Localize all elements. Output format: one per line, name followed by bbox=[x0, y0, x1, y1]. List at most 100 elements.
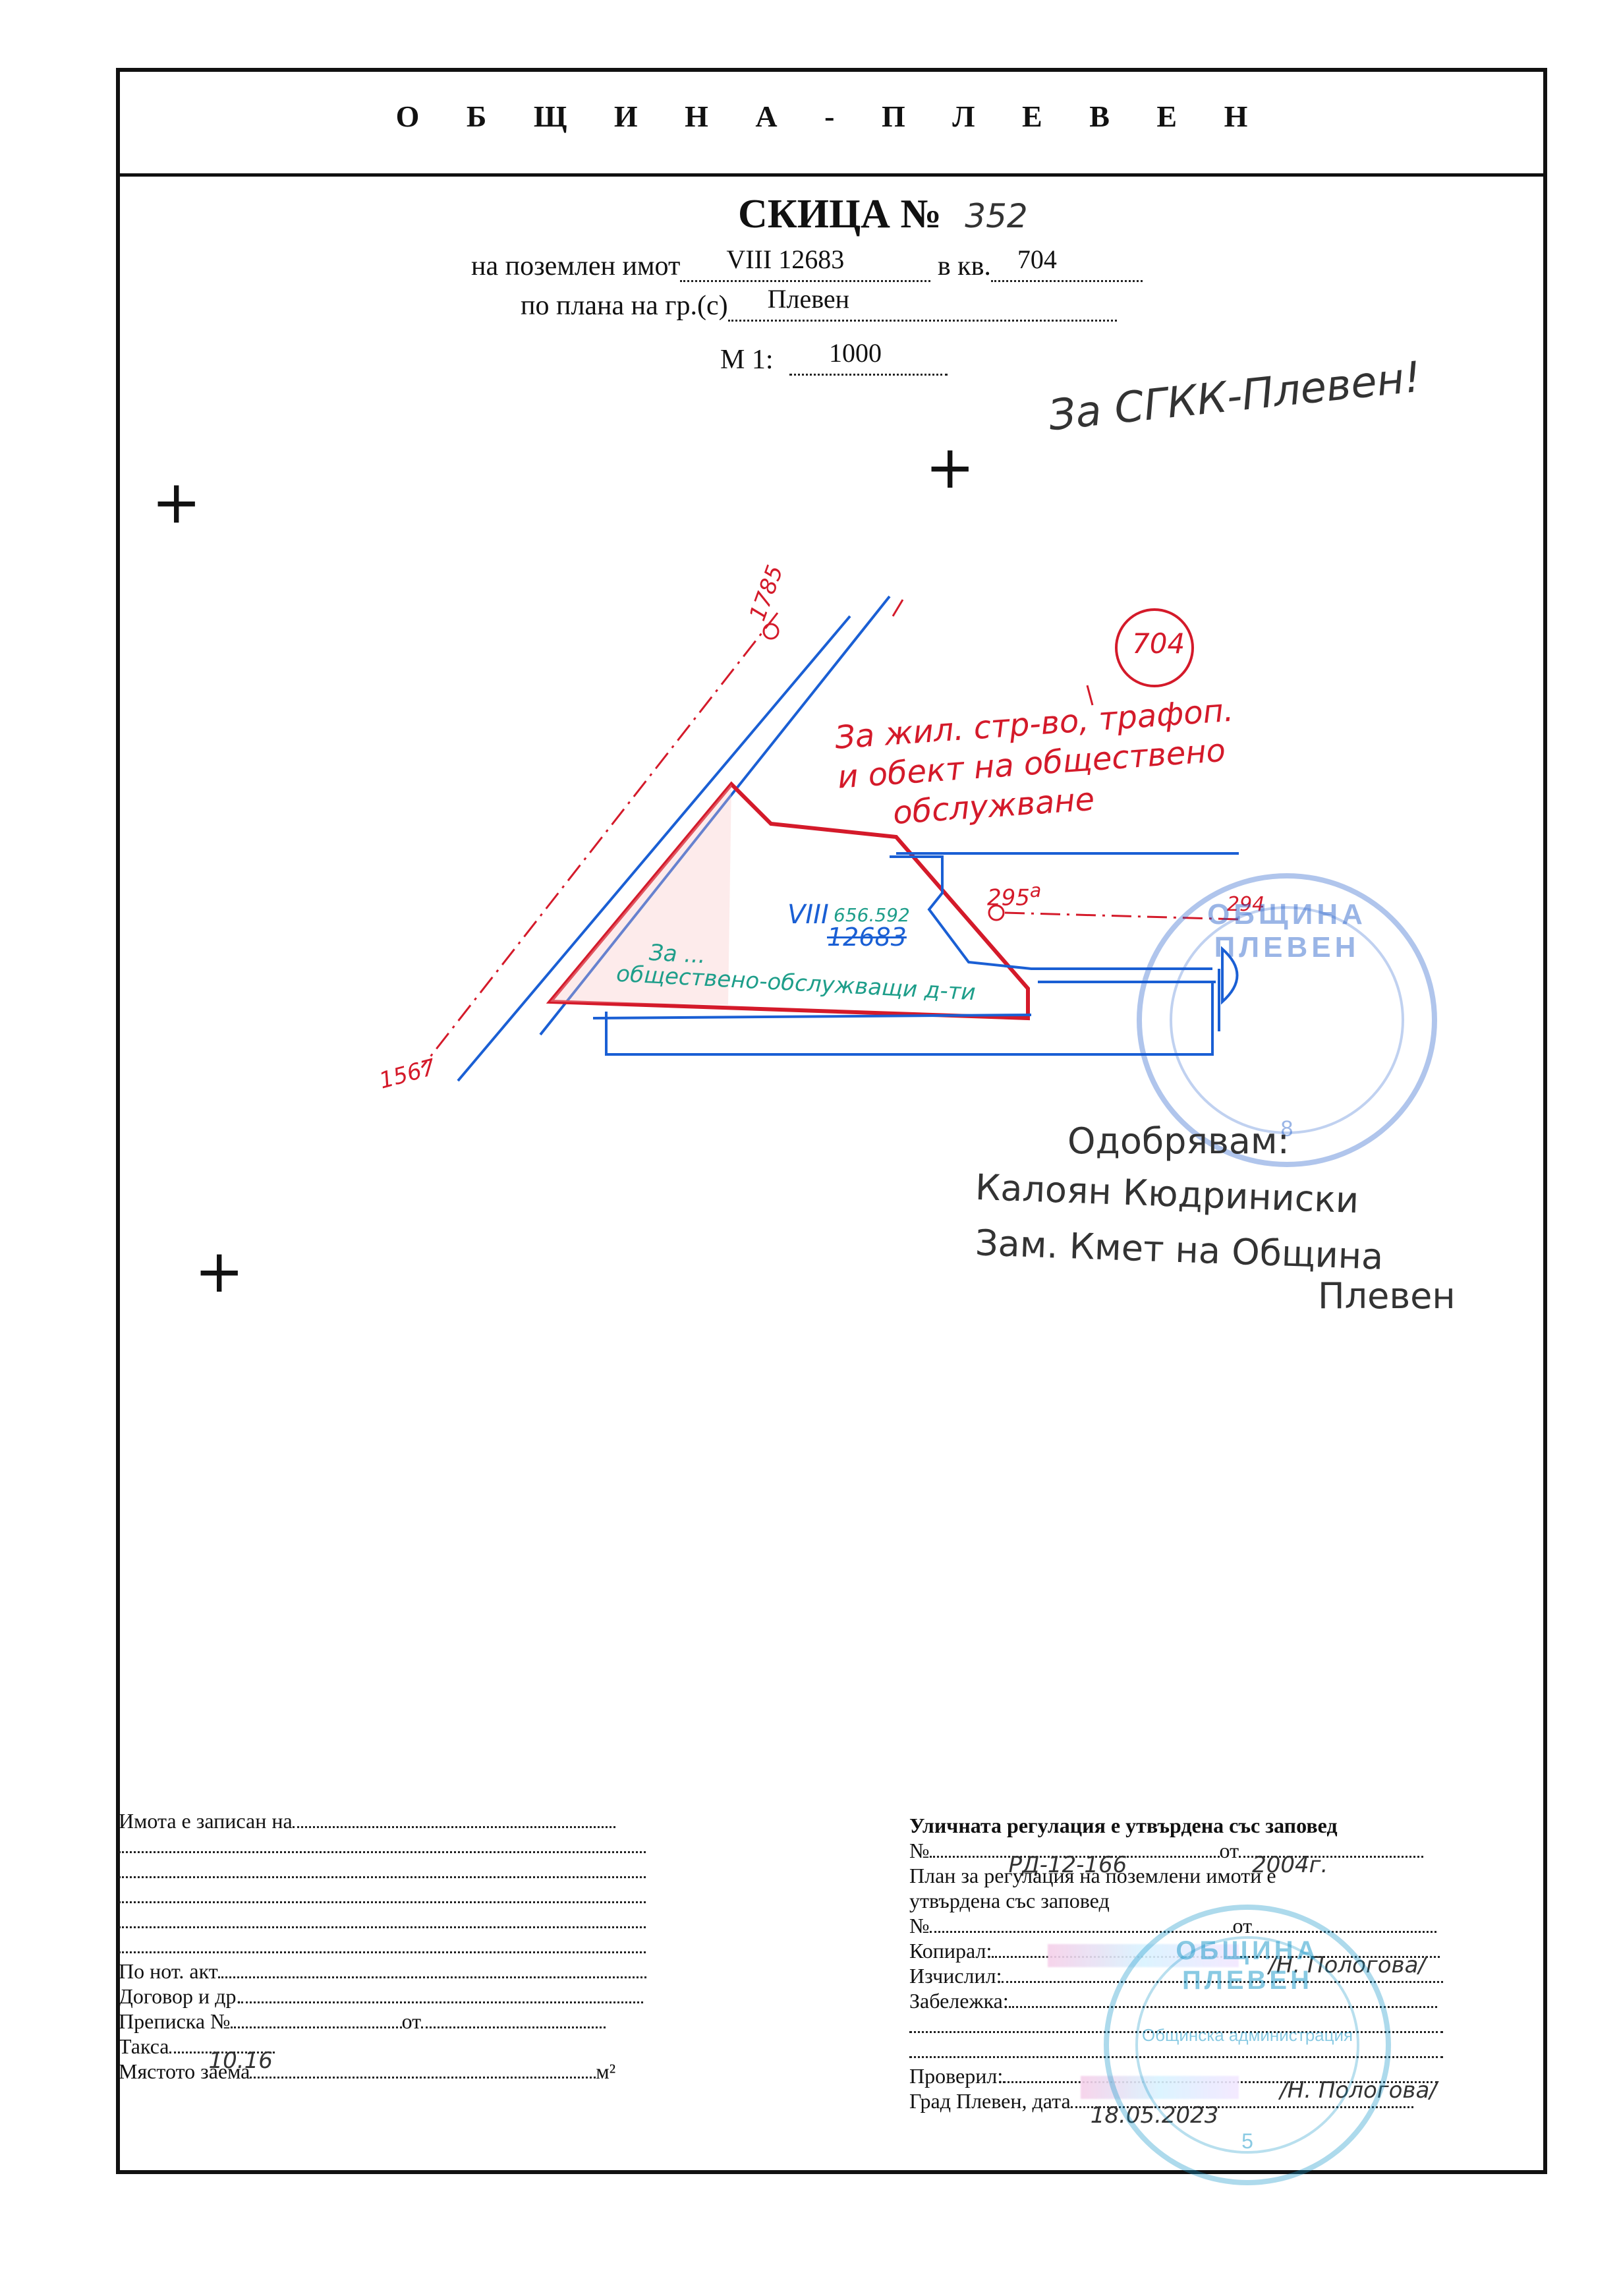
document-frame bbox=[116, 68, 1547, 2174]
plan-value: Плевен bbox=[767, 284, 850, 314]
notary-act-label: По нот. акт bbox=[119, 1959, 218, 1983]
city-date-label: Град Плевен, дата bbox=[909, 2089, 1071, 2113]
header-divider bbox=[116, 173, 1547, 177]
transcript-field bbox=[230, 2026, 402, 2028]
stamp-bottom-inner: Общинска администрация bbox=[1141, 2025, 1353, 2045]
street-line bbox=[457, 615, 851, 1082]
order2-number-prefix: № bbox=[909, 1914, 930, 1937]
ownership-form: Имота е записан на По нот. акт Договор и… bbox=[119, 1809, 659, 2084]
sketch-title-label: СКИЦА № bbox=[738, 192, 942, 237]
parcel-outline bbox=[546, 781, 1030, 1021]
order-from-label: от bbox=[1219, 1839, 1239, 1862]
registration-cross-icon: + bbox=[152, 468, 202, 537]
street-reg-label: Уличната регулация е утвърдена със запов… bbox=[909, 1814, 1338, 1837]
plan-label: по плана на гр.(с) bbox=[521, 291, 728, 321]
blank-line bbox=[119, 1951, 646, 1953]
approval-line: Одобрявам: bbox=[1067, 1120, 1290, 1162]
scale-value-field: 1000 bbox=[789, 338, 948, 376]
plan-reg-line: План за регулация на поземлени имоти е bbox=[909, 1864, 1276, 1887]
block-label: в кв. bbox=[937, 251, 991, 281]
parcel-boundary bbox=[592, 1014, 1032, 1019]
order-year-value: 2004г. bbox=[1252, 1852, 1328, 1878]
form-row: Имота е записан на bbox=[119, 1809, 659, 1834]
form-row bbox=[119, 1859, 659, 1884]
scale-value: 1000 bbox=[829, 338, 882, 368]
blank-line bbox=[119, 1901, 646, 1903]
approval-line: Плевен bbox=[1318, 1275, 1456, 1317]
form-row bbox=[119, 1909, 659, 1934]
point-295a-suffix: а bbox=[1029, 880, 1042, 902]
property-line: на поземлен имот VIII 12683 в кв. 704 bbox=[471, 244, 1143, 282]
form-row: Договор и др. bbox=[119, 1984, 659, 2009]
sketch-number: 352 bbox=[965, 197, 1028, 235]
blank-line bbox=[119, 1876, 646, 1878]
transcript-label: Преписка № bbox=[119, 2009, 231, 2033]
form-row: По нот. акт bbox=[119, 1959, 659, 1984]
plan-reg-line: утвърдена със заповед bbox=[909, 1889, 1110, 1912]
tick-mark bbox=[1086, 685, 1094, 706]
scale-label: М 1: bbox=[720, 345, 774, 375]
fee-value: 10.16 bbox=[208, 2048, 273, 2074]
tick-mark bbox=[892, 599, 904, 617]
parcel-label: VIII bbox=[787, 900, 829, 930]
parcel-fill bbox=[550, 784, 731, 1005]
property-value-field: VIII 12683 bbox=[680, 244, 931, 282]
registration-cross-icon: + bbox=[194, 1237, 244, 1306]
parcel-area-old: 656.592 bbox=[834, 904, 910, 926]
form-row: Такса 10.16 bbox=[119, 2034, 659, 2074]
stamp-bottom-text: ОБЩИНА ПЛЕВЕН bbox=[1176, 1936, 1319, 1995]
blank-line bbox=[119, 1851, 646, 1853]
street-line bbox=[539, 595, 891, 1036]
order2-number-field bbox=[929, 1931, 1233, 1933]
stamp-bottom-number: 5 bbox=[1241, 2129, 1253, 2153]
form-row bbox=[119, 1884, 659, 1909]
block-value-field: 704 bbox=[990, 244, 1143, 282]
block-value: 704 bbox=[1017, 244, 1057, 274]
scale-line: М 1: 1000 bbox=[720, 338, 948, 376]
point-295a-number: 295 bbox=[987, 884, 1030, 911]
transcript-date-field bbox=[421, 2026, 606, 2028]
form-row: № РД-12-166 от 2004г. bbox=[909, 1839, 1456, 1878]
form-row bbox=[119, 1934, 659, 1959]
municipality-stamp-bottom-icon: ОБЩИНА ПЛЕВЕН Общинска администрация 5 bbox=[1104, 1905, 1391, 2185]
checked-label: Проверил: bbox=[909, 2064, 1004, 2088]
point-295a-icon bbox=[988, 904, 1005, 921]
order-date-field: 2004г. bbox=[1239, 1852, 1424, 1878]
order-number-field: РД-12-166 bbox=[929, 1852, 1220, 1878]
order2-date-field bbox=[1252, 1931, 1437, 1933]
remark-label: Забележка: bbox=[909, 1989, 1009, 2013]
notary-act-field bbox=[217, 1976, 646, 1978]
registration-cross-icon: + bbox=[925, 433, 975, 502]
axis-line bbox=[420, 612, 779, 1068]
parcel-boundary bbox=[890, 855, 1212, 970]
point-295a-label: 295а bbox=[987, 880, 1041, 911]
stamp-text: ОБЩИНА ПЛЕВЕН bbox=[1207, 898, 1367, 963]
order-number-value: РД-12-166 bbox=[1008, 1852, 1127, 1878]
recorded-label: Имота е записан на bbox=[119, 1809, 293, 1833]
contract-label: Договор и др. bbox=[119, 1984, 242, 2008]
stamp-number: 8 bbox=[1280, 1116, 1293, 1141]
area-label: Мястото заема bbox=[119, 2059, 250, 2083]
point-1785-icon bbox=[762, 623, 780, 640]
calculated-label: Изчислил: bbox=[909, 1964, 1002, 1988]
municipality-stamp-icon: ОБЩИНА ПЛЕВЕН 8 bbox=[1137, 873, 1437, 1167]
municipality-header: О Б Щ И Н А - П Л Е В Е Н bbox=[395, 100, 1268, 133]
form-row: Мястото заема м² bbox=[119, 2059, 659, 2084]
transcript-from-label: от bbox=[401, 2009, 422, 2033]
blank-line bbox=[119, 1926, 646, 1928]
fee-label: Такса bbox=[119, 2034, 169, 2058]
fee-field: 10.16 bbox=[169, 2048, 275, 2074]
area-unit: м² bbox=[596, 2059, 616, 2083]
block-circle-label: 704 bbox=[1132, 627, 1185, 660]
copied-label: Копирал: bbox=[909, 1939, 992, 1963]
form-row: Преписка № от bbox=[119, 2009, 659, 2034]
sketch-title: СКИЦА № 352 bbox=[738, 191, 1028, 238]
block-circle-icon bbox=[1115, 608, 1194, 687]
area-field bbox=[250, 2077, 596, 2079]
property-label: на поземлен имот bbox=[471, 251, 681, 281]
recorded-field bbox=[292, 1826, 615, 1828]
property-value: VIII 12683 bbox=[726, 244, 845, 274]
order-number-prefix: № bbox=[909, 1839, 930, 1862]
parcel-number: 12683 bbox=[827, 923, 907, 952]
contract-field bbox=[241, 2001, 644, 2003]
